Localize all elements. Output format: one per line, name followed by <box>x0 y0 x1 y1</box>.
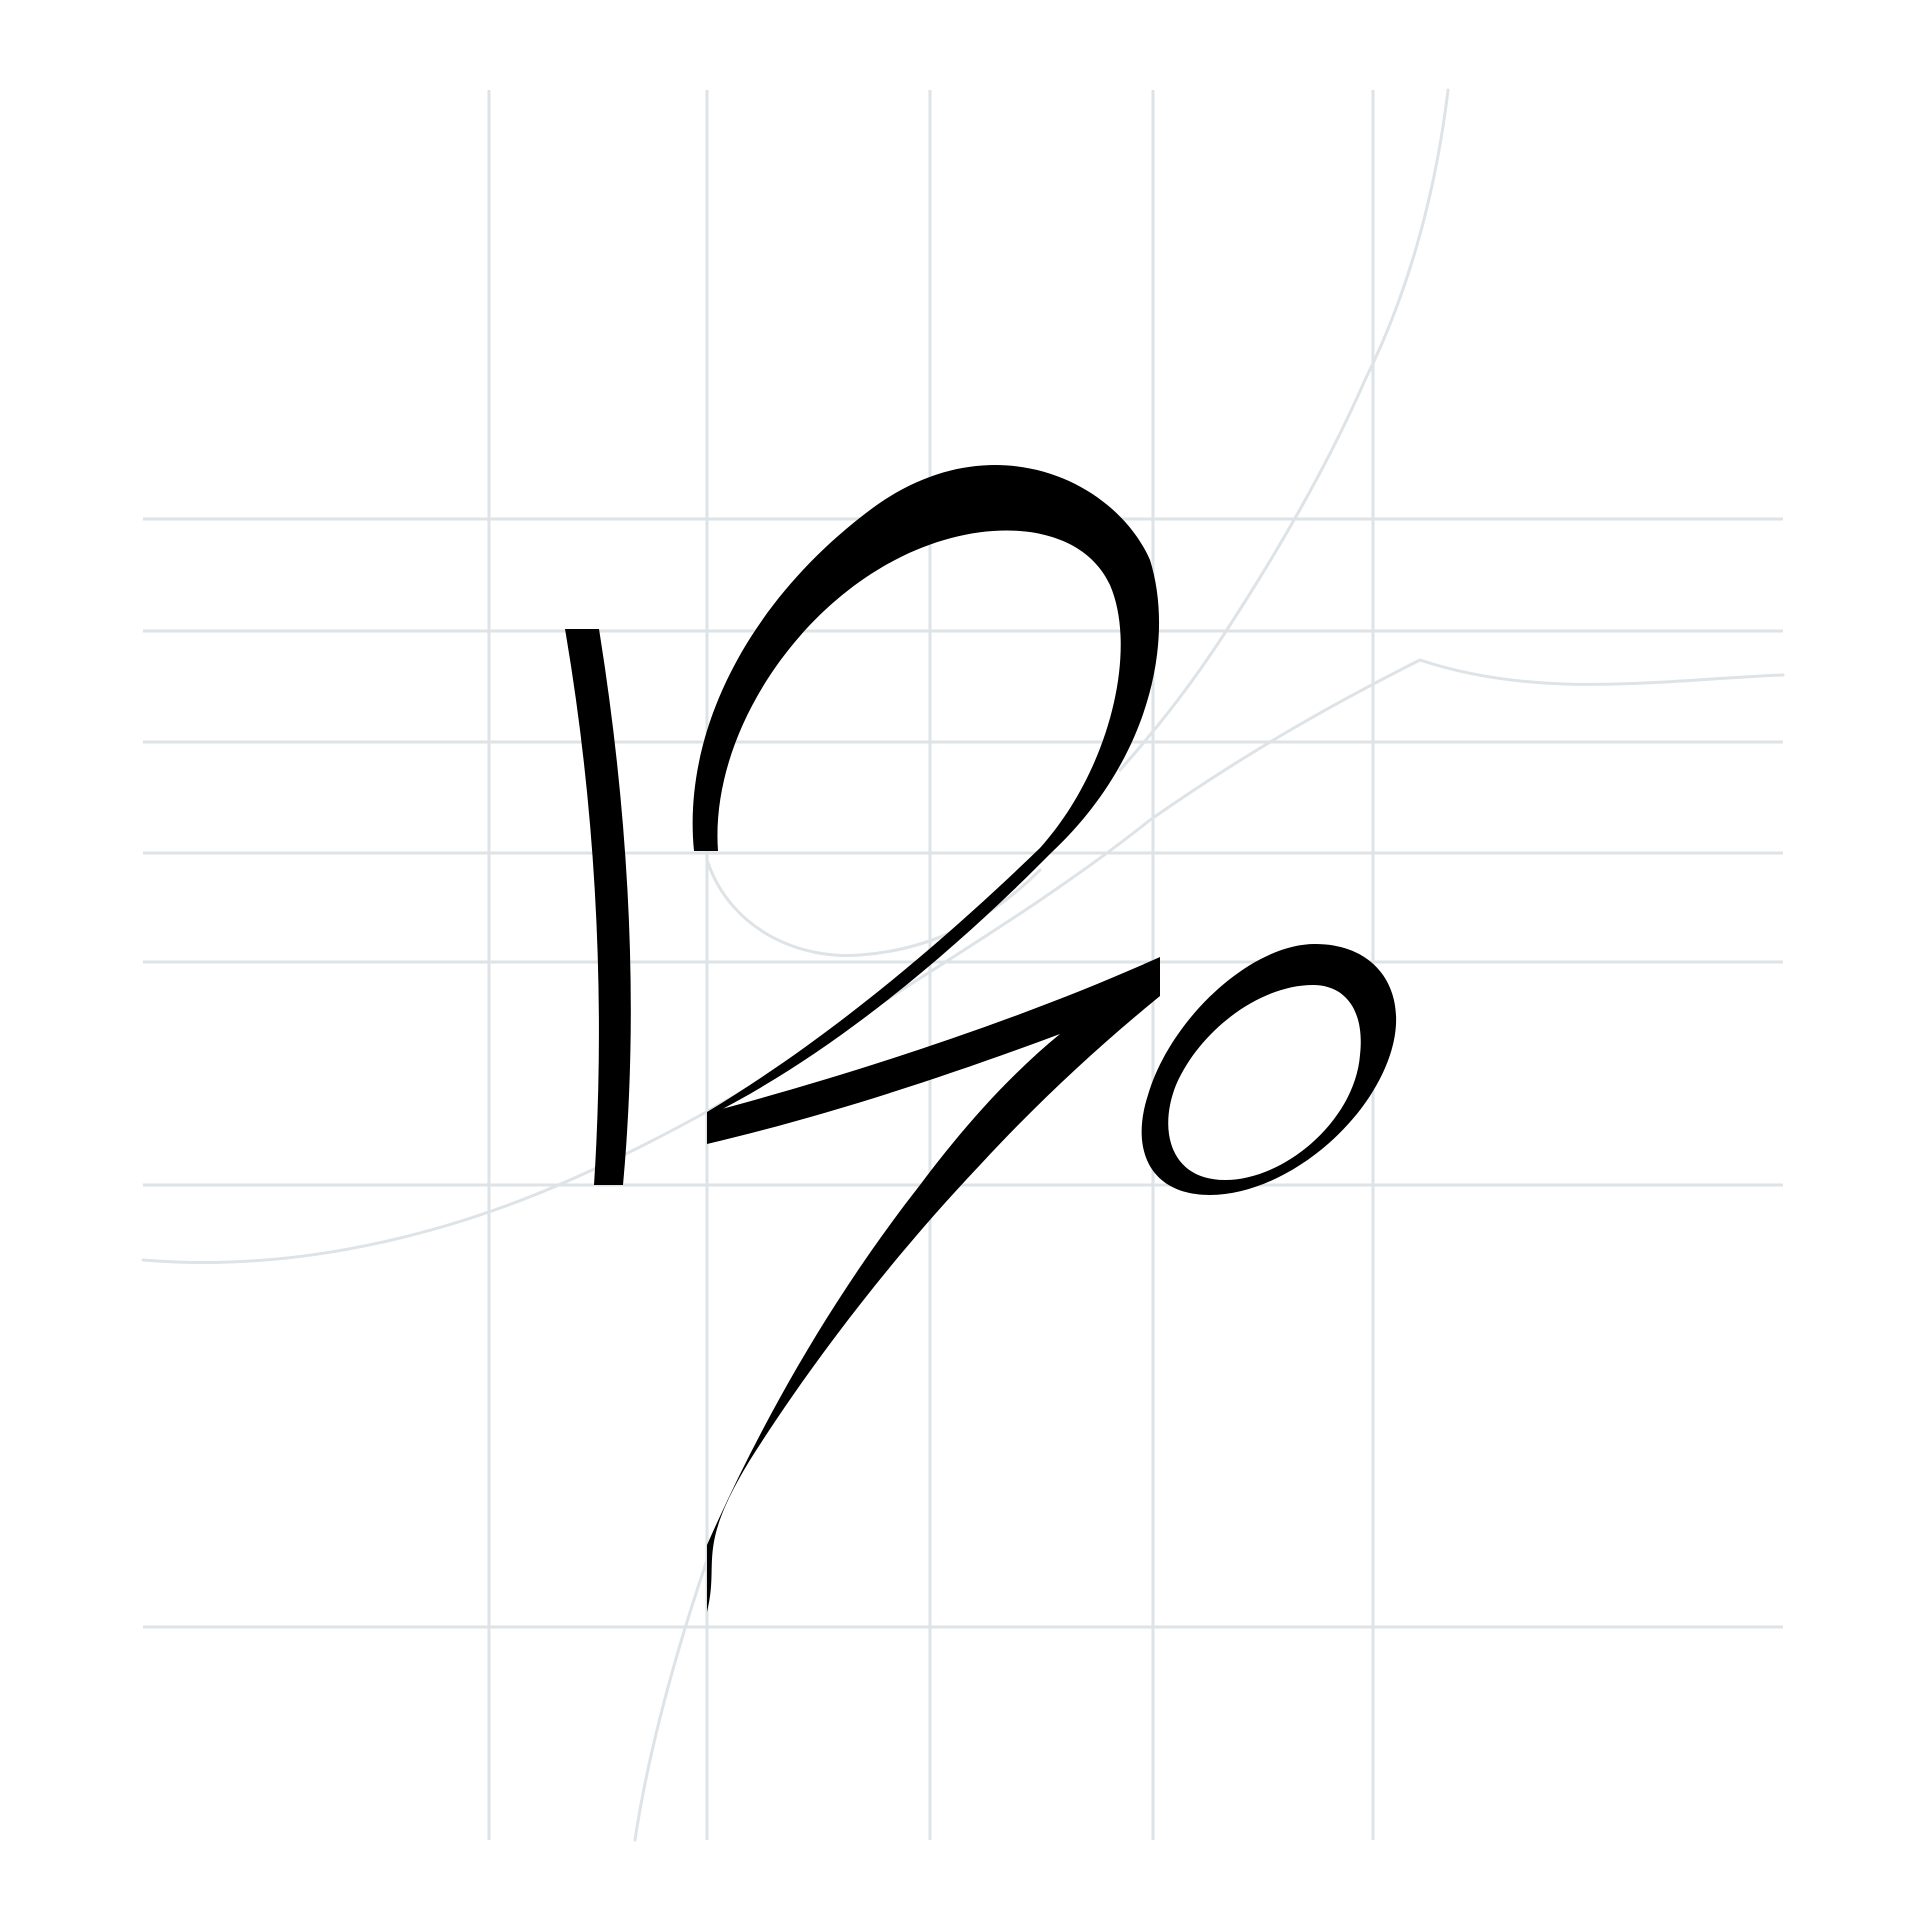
digit-one-stroke <box>565 629 631 1185</box>
guide-curve-sweep <box>141 658 1785 1264</box>
grid-horizontal-lines <box>143 517 1783 1629</box>
digit-two-loop <box>692 465 1160 1117</box>
guide-curve-right-arc <box>1118 88 1450 772</box>
digit-seven-stroke <box>707 957 1160 1612</box>
guide-curve-descender <box>633 1558 709 1842</box>
monogram-glyphs <box>565 465 1397 1612</box>
guide-curves <box>141 88 1785 1842</box>
degree-circle <box>1141 944 1397 1195</box>
